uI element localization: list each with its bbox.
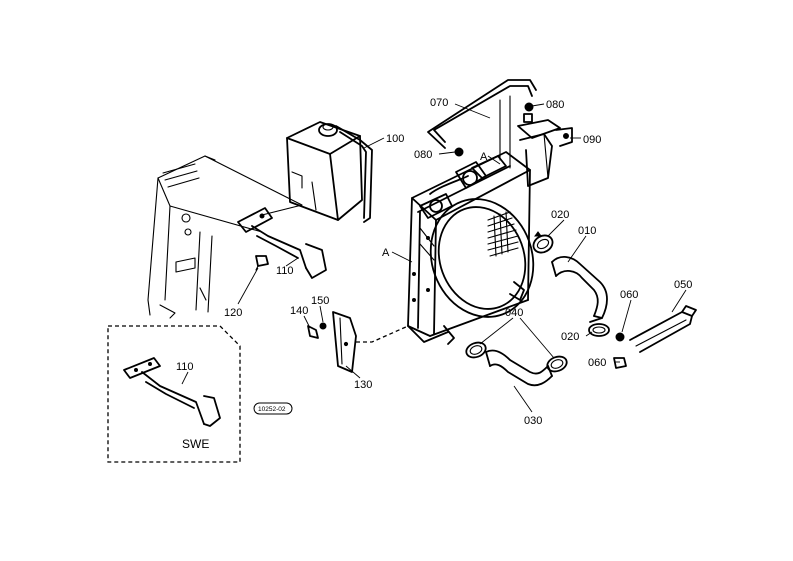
callout-080-lower: 080: [414, 149, 432, 161]
callout-030: 030: [524, 415, 542, 427]
bracket-110: [237, 207, 327, 279]
callout-150: 150: [311, 295, 329, 307]
bracket-130: [332, 311, 357, 373]
callout-140: 140: [290, 305, 308, 317]
clamp-040-right: [546, 355, 568, 373]
callout-020-lower: 020: [561, 331, 579, 343]
callout-110-inset: 110: [176, 361, 194, 373]
callout-020-upper: 020: [551, 209, 569, 221]
plug-060-upper: [615, 332, 625, 342]
callout-110-main: 110: [276, 265, 294, 277]
inset-label: SWE: [182, 437, 209, 451]
reference-mark-a-top: A: [480, 151, 488, 163]
callout-120: 120: [224, 307, 242, 319]
overflow-pipe-070: [427, 79, 537, 169]
clamp-020-upper: [532, 231, 554, 254]
filler-neck: [517, 119, 573, 187]
clamp-020-lower: [588, 323, 610, 337]
reserve-tank-100: [286, 121, 373, 223]
callout-100: 100: [386, 133, 404, 145]
callout-130: 130: [354, 379, 372, 391]
callout-060-lower: 060: [588, 357, 606, 369]
washer-150: [319, 322, 327, 330]
callout-070: 070: [430, 97, 448, 109]
bolt-140: [307, 325, 319, 339]
plug-060-lower: [613, 357, 627, 369]
radiator: [407, 151, 535, 345]
engine-frame: [147, 155, 303, 319]
leader-lines: [181, 103, 687, 413]
bolt-120: [255, 255, 269, 271]
drawing-code-tag: 10252-02: [253, 402, 293, 415]
callout-090: 090: [583, 134, 601, 146]
inset-swe: [107, 325, 241, 463]
clamp-080-upper: [523, 102, 534, 123]
upper-hose-010: [551, 256, 608, 323]
callout-050: 050: [674, 279, 692, 291]
drain-cock-050: [629, 305, 697, 353]
clamp-080-lower: [454, 147, 464, 157]
callout-040: 040: [505, 307, 523, 319]
callout-060-upper: 060: [620, 289, 638, 301]
callout-080-upper: 080: [546, 99, 564, 111]
lower-hose-030: [485, 349, 553, 387]
clamp-040-left: [465, 341, 487, 359]
drawing-code: 10252-02: [258, 406, 286, 413]
callout-010: 010: [578, 225, 596, 237]
reference-mark-a-left: A: [382, 247, 390, 259]
mounting-line-130: [356, 325, 409, 343]
